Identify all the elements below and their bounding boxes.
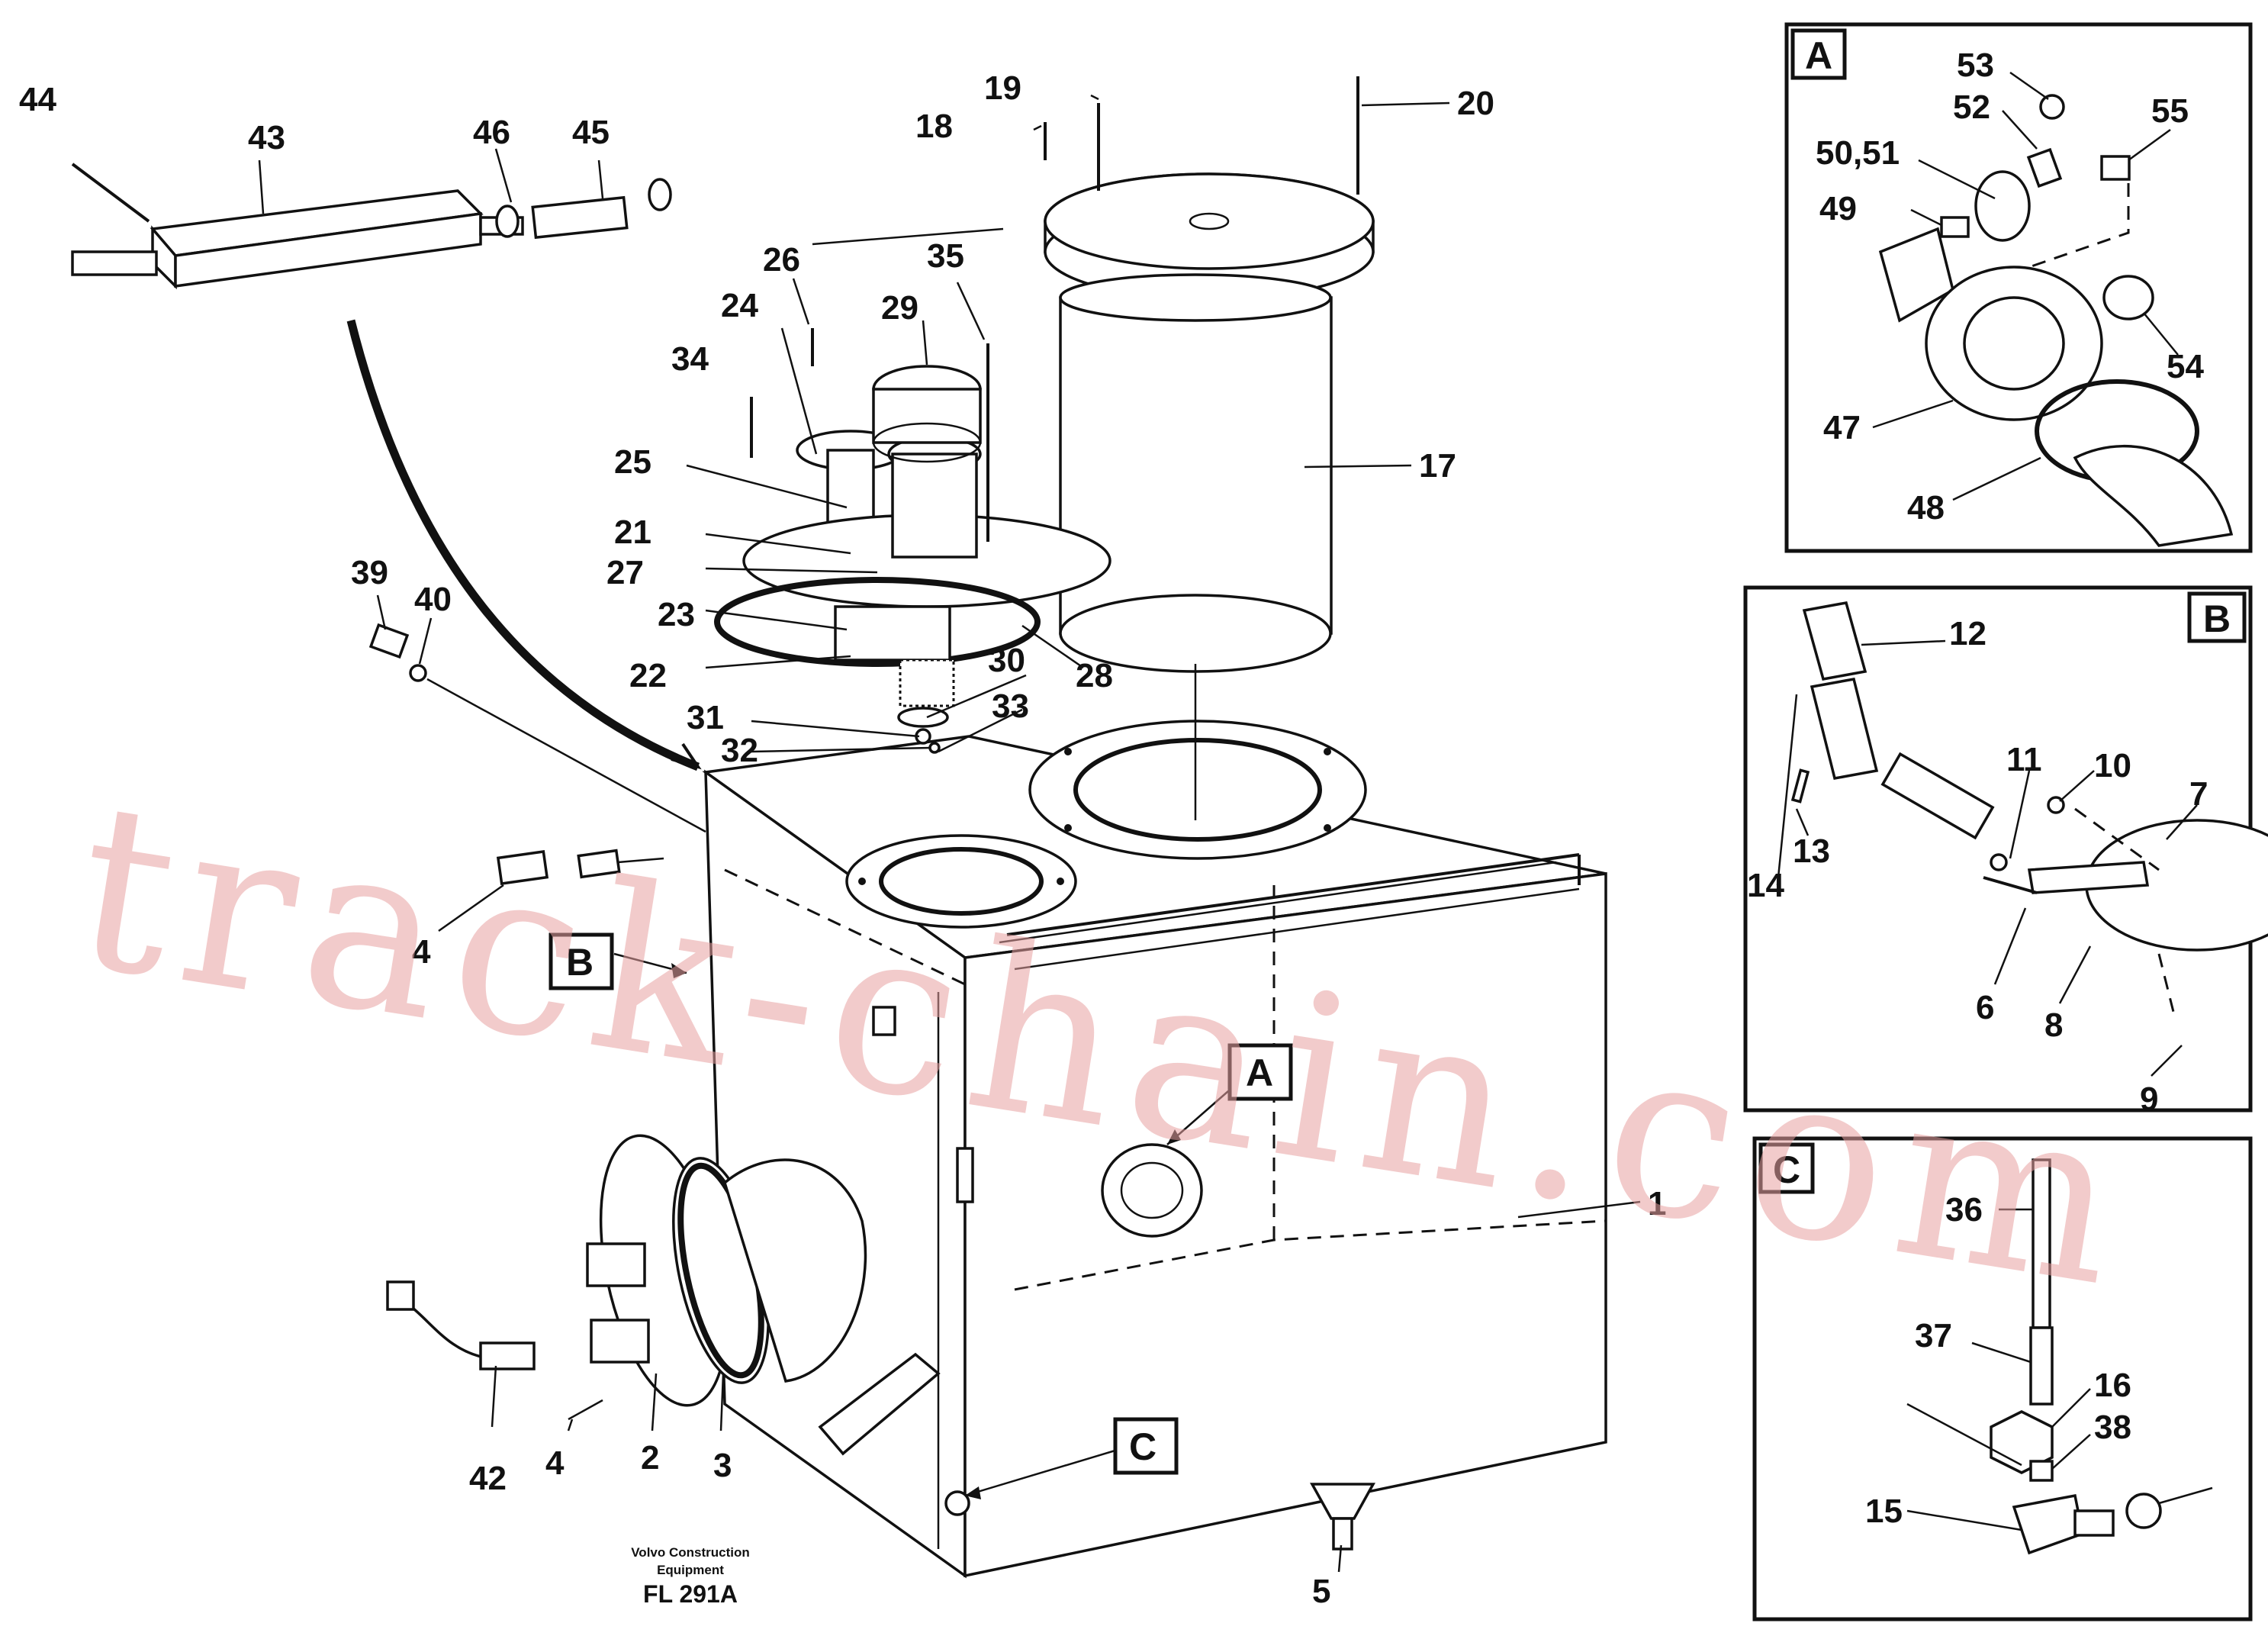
breather-assembly [714, 328, 1111, 754]
callout-45: 45 [572, 114, 610, 151]
callout-7: 7 [2189, 775, 2208, 813]
callout-numbers: 1 2 3 4 4 5 6 7 8 9 10 11 12 13 14 15 16… [19, 47, 2208, 1610]
callout-20: 20 [1457, 85, 1494, 122]
tag-b-panel: B [2203, 597, 2231, 640]
callout-43: 43 [248, 119, 285, 156]
callout-47: 47 [1823, 409, 1861, 446]
callout-31: 31 [687, 699, 724, 736]
callout-22: 22 [629, 657, 667, 694]
tag-a-main: A [1246, 1051, 1273, 1094]
detail-panel-c [1752, 1136, 2253, 1622]
suction-flange-2-3 [386, 1134, 867, 1421]
callout-39: 39 [351, 554, 388, 591]
callout-27: 27 [606, 554, 644, 591]
callout-38: 38 [2094, 1409, 2131, 1446]
callout-14: 14 [1747, 867, 1784, 904]
caption-figure-code: FL 291A [643, 1580, 738, 1608]
callout-25: 25 [614, 443, 651, 481]
callout-16: 16 [2094, 1367, 2131, 1404]
callout-54: 54 [2167, 348, 2204, 385]
callout-8: 8 [2044, 1006, 2063, 1044]
callout-4-upper: 4 [412, 933, 431, 971]
detail-tags: B A C A B C [549, 34, 2231, 1475]
callout-23: 23 [658, 596, 695, 633]
callout-28: 28 [1076, 657, 1113, 694]
callout-6: 6 [1976, 989, 1994, 1026]
callout-4-lower: 4 [545, 1444, 565, 1482]
tag-c-panel: C [1773, 1148, 1800, 1191]
detail-panel-a [1784, 22, 2253, 553]
fittings-4-upper [496, 849, 664, 885]
callout-42: 42 [469, 1460, 507, 1497]
callout-36: 36 [1945, 1191, 1983, 1229]
callout-30: 30 [988, 642, 1025, 679]
callout-18: 18 [915, 108, 953, 145]
distribution-block-43 [71, 163, 702, 771]
callout-12: 12 [1949, 615, 1987, 652]
detail-panel-b [1743, 585, 2268, 1113]
callout-5: 5 [1312, 1573, 1330, 1610]
callout-leaders [258, 94, 1641, 1573]
callout-2: 2 [641, 1439, 659, 1477]
caption-company: Volvo Construction [631, 1545, 750, 1560]
callout-24: 24 [721, 287, 758, 324]
tag-a-panel: A [1805, 34, 1832, 77]
callout-48: 48 [1907, 489, 1945, 527]
callout-17: 17 [1419, 447, 1456, 485]
callout-13: 13 [1793, 832, 1830, 870]
caption-company-line2: Equipment [657, 1563, 724, 1577]
callout-29: 29 [881, 289, 918, 327]
callout-1: 1 [1648, 1185, 1666, 1222]
hydraulic-tank [702, 720, 1607, 1579]
callout-49: 49 [1819, 190, 1857, 227]
callout-55: 55 [2151, 92, 2189, 130]
callout-26: 26 [763, 241, 800, 279]
callout-34: 34 [671, 340, 709, 378]
callout-50-51: 50,51 [1816, 134, 1900, 172]
return-filter-17 [1044, 76, 1375, 820]
callout-21: 21 [614, 514, 651, 551]
callout-35: 35 [927, 237, 964, 275]
callout-11: 11 [2006, 741, 2042, 778]
callout-37: 37 [1915, 1317, 1952, 1354]
tag-c-main: C [1129, 1425, 1157, 1468]
callout-46: 46 [473, 114, 510, 151]
callout-44: 44 [19, 81, 56, 118]
callout-52: 52 [1953, 89, 1990, 126]
callout-15: 15 [1865, 1493, 1903, 1530]
callout-19: 19 [984, 69, 1021, 107]
callout-3: 3 [713, 1447, 732, 1484]
tag-b-main: B [566, 941, 594, 984]
callout-32: 32 [721, 732, 758, 769]
callout-40: 40 [414, 581, 452, 618]
callout-9: 9 [2140, 1080, 2158, 1118]
callout-10: 10 [2094, 747, 2131, 784]
fittings-39-40 [368, 623, 706, 833]
callout-53: 53 [1957, 47, 1994, 84]
callout-33: 33 [992, 688, 1029, 725]
drawing-caption: Volvo Construction Equipment FL 291A [631, 1545, 750, 1608]
